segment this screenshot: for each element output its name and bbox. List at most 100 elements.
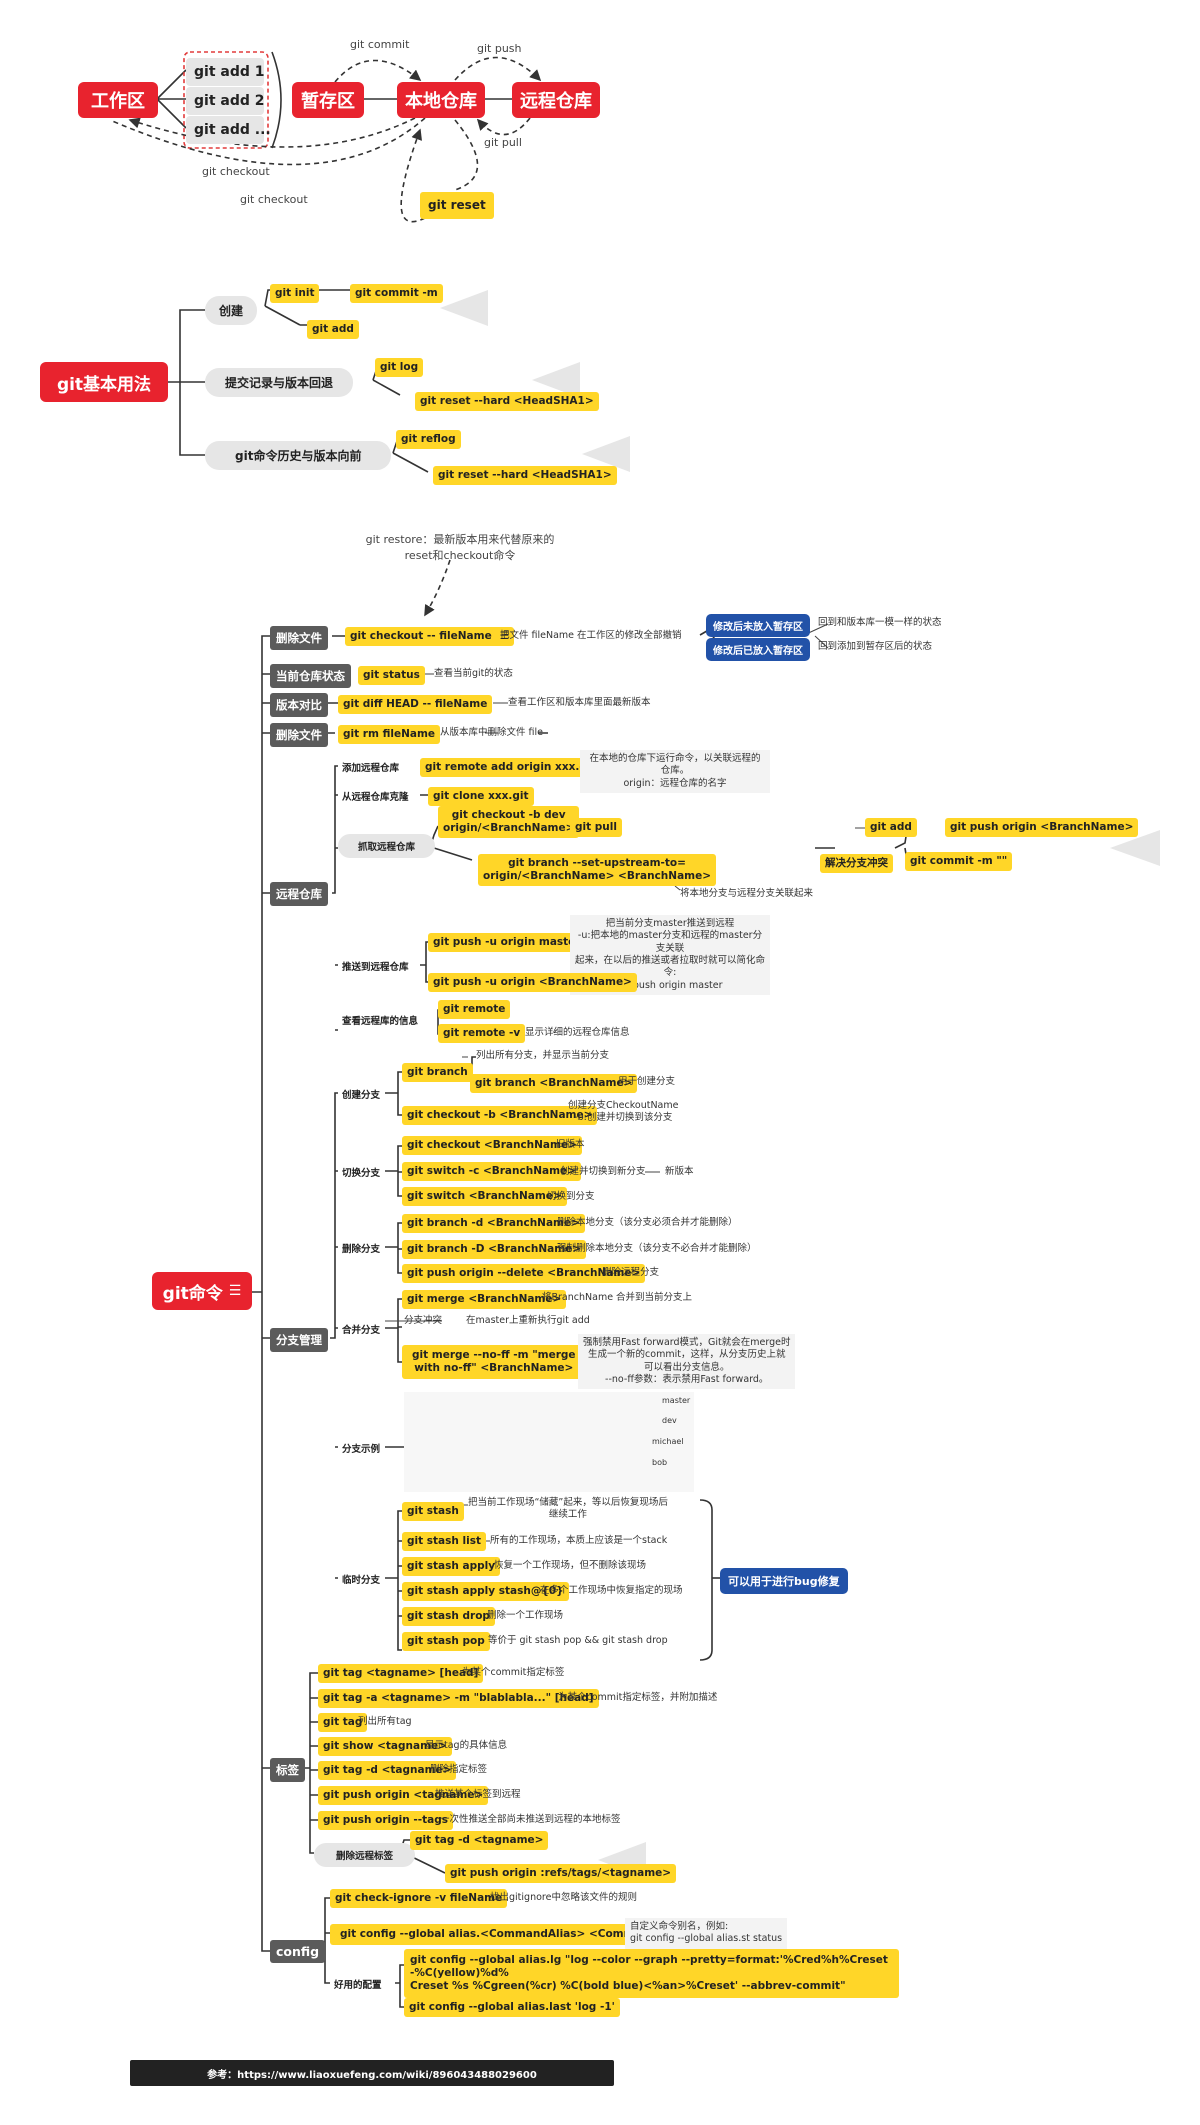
git-remote-v-node: git remote -v: [438, 1024, 526, 1044]
git-init-node: git init: [270, 284, 320, 304]
delete-remote-tag-2: git push origin :refs/tags/<tagname>: [445, 1864, 677, 1884]
clone-node: git clone xxx.git: [428, 787, 534, 807]
remote-repo-node: 远程仓库: [512, 82, 600, 118]
push-delete-node: git push origin --delete <BranchName>: [402, 1264, 646, 1284]
remote-git-commit-node: git commit -m "": [905, 852, 1013, 872]
git-command-label: git命令: [162, 1283, 223, 1304]
stash-label: 临时分支: [342, 1575, 381, 1586]
tag-head-node: git tag <tagname> [head]: [318, 1664, 484, 1684]
switch-branch-label: 切换分支: [342, 1168, 381, 1179]
tag-a-desc: 为某个commit指定标签，并附加描述: [558, 1692, 718, 1703]
workspace-node: 工作区: [78, 82, 158, 118]
tag-show-desc: 显示tag的具体信息: [425, 1740, 508, 1751]
bug-fix-note: 可以用于进行bug修复: [720, 1568, 848, 1594]
stash-apply-node: git stash apply: [402, 1557, 501, 1577]
tag-label: 标签: [270, 1758, 305, 1782]
push-branch-node: git push -u origin <BranchName>: [428, 973, 637, 993]
tag-push-all-desc: 一次性推送全部尚未推送到远程的本地标签: [440, 1814, 621, 1825]
remote-v-desc: 显示详细的远程仓库信息: [525, 1027, 630, 1038]
git-add-1: git add 1: [186, 58, 265, 86]
stash-pop-node: git stash pop: [402, 1632, 490, 1652]
local-repo-node: 本地仓库: [397, 82, 485, 118]
list-icon: ☰: [228, 1283, 242, 1299]
checkout-branch-desc: 旧版本: [556, 1139, 585, 1150]
tag-delete-node: git tag -d <tagname>: [318, 1761, 457, 1781]
remote-push-origin-node: git push origin <BranchName>: [945, 818, 1139, 838]
alias-node: git config --global alias.<CommandAlias>…: [330, 1924, 676, 1946]
stash-list-node: git stash list: [402, 1532, 486, 1552]
push-master-node: git push -u origin master: [428, 933, 586, 953]
stash-drop-node: git stash drop: [402, 1607, 495, 1627]
upstream-desc: 将本地分支与远程分支关联起来: [680, 888, 814, 899]
basic-usage-title: git基本用法: [40, 362, 168, 402]
switch-node: git switch <BranchName>: [402, 1187, 567, 1207]
git-pull-node: git pull: [570, 818, 622, 838]
branch-name-desc: 用于创建分支: [618, 1076, 676, 1087]
list-icon: ☰: [499, 630, 510, 642]
git-reflog-node: git reflog: [396, 430, 461, 450]
push-remote-label: 推送到远程仓库: [342, 962, 409, 973]
checkout-b-node: git checkout -b <BranchName>: [402, 1106, 598, 1126]
git-tag-desc: 列出所有tag: [358, 1716, 412, 1727]
git-branch-desc: 列出所有分支，并显示当前分支: [476, 1050, 610, 1061]
push-delete-desc: 删除远程分支: [602, 1267, 660, 1278]
stash-pop-desc: 等价于 git stash pop && git stash drop: [488, 1635, 668, 1646]
conflict-node: 解决分支冲突: [820, 854, 893, 874]
tag-push-node: git push origin <tagname>: [318, 1786, 489, 1806]
git-push-label: git push: [477, 42, 522, 55]
command-history-node: git命令历史与版本向前: [205, 441, 392, 470]
delete-remote-tag-label: 删除远程标签: [314, 1843, 416, 1867]
tag-head-desc: 为某个commit指定标签: [462, 1667, 565, 1678]
merge-branch-label: 合并分支: [342, 1325, 381, 1336]
no-ff-node: git merge --no-ff -m "merge with no-ff" …: [402, 1345, 586, 1380]
git-reset-node: git reset: [420, 192, 494, 219]
new-version-label: 新版本: [665, 1166, 694, 1177]
git-add-node: git add: [307, 320, 359, 340]
branch-mgmt-label: 分支管理: [270, 1328, 328, 1352]
branch-D-desc: 强制删除本地分支（该分支不必合并才能删除）: [557, 1243, 757, 1254]
tag-a-node: git tag -a <tagname> -m "blablabla..." […: [318, 1689, 599, 1709]
lg-alias-node: git config --global alias.lg "log --colo…: [404, 1949, 899, 1999]
git-rm-node: git rm fileName: [338, 725, 441, 745]
clone-label: 从远程仓库克隆: [342, 792, 409, 803]
reference-footer: 参考：https://www.liaoxuefeng.com/wiki/8960…: [130, 2060, 614, 2086]
git-tag-node: git tag: [318, 1713, 368, 1733]
checkout-b-remote-node: git checkout -b dev origin/<BranchName>: [438, 806, 580, 839]
staged-desc: 回到添加到暂存区后的状态: [818, 641, 933, 652]
config-label: config: [270, 1940, 326, 1963]
reference-text: 参考：https://www.liaoxuefeng.com/wiki/8960…: [207, 2069, 537, 2081]
delete-remote-tag-1: git tag -d <tagname>: [410, 1831, 549, 1851]
git-commit-m-node: git commit -m: [350, 284, 443, 304]
branch-example-label: 分支示例: [342, 1444, 381, 1455]
check-ignore-desc: 找出gitignore中忽略该文件的规则: [490, 1892, 637, 1903]
bob-branch-label: bob: [652, 1458, 668, 1467]
reset-hard-node-2: git reset --hard <HeadSHA1>: [433, 466, 617, 486]
tag-delete-desc: 删除指定标签: [430, 1764, 488, 1775]
git-command-title: git命令 ☰: [152, 1272, 252, 1310]
merge-node: git merge <BranchName>: [402, 1290, 567, 1310]
git-add-2: git add 2: [186, 87, 265, 115]
reset-hard-node-1: git reset --hard <HeadSHA1>: [415, 392, 599, 412]
create-node: 创建: [205, 296, 258, 325]
git-branch-node: git branch: [402, 1063, 473, 1083]
switch-c-node: git switch -c <BranchName>: [402, 1162, 581, 1182]
set-upstream-node: git branch --set-upstream-to= origin/<Br…: [478, 854, 717, 887]
last-alias-node: git config --global alias.last 'log -1': [404, 1998, 620, 2018]
useful-config-label: 好用的配置: [334, 1980, 382, 1991]
switch-c-desc: 创建并切换到新分支: [560, 1166, 646, 1177]
checkout-b-desc: 创建分支CheckoutName -b:创建并切换到该分支: [568, 1100, 679, 1124]
stash-drop-desc: 删除一个工作现场: [487, 1610, 564, 1621]
no-ff-desc: 强制禁用Fast forward模式，Git就会在merge时 生成一个新的co…: [578, 1334, 796, 1390]
branch-d-desc: 删除本地分支（该分支必须合并才能删除）: [557, 1217, 738, 1228]
branch-example-panel: [404, 1392, 694, 1492]
git-log-node: git log: [375, 358, 424, 378]
stash-apply-0-desc: 在多个工作现场中恢复指定的现场: [540, 1585, 683, 1596]
git-status-node: git status: [358, 666, 425, 686]
unstaged-node: 修改后未放入暂存区: [706, 614, 810, 637]
checkout-file-node: git checkout -- fileName☰: [345, 627, 515, 647]
remote-add-node: git remote add origin xxx.git: [420, 758, 601, 778]
stash-list-desc: 所有的工作现场，本质上应该是一个stack: [490, 1535, 668, 1546]
branch-D-node: git branch -D <BranchName>: [402, 1240, 587, 1260]
tag-push-desc: 推送某个标签到远程: [435, 1789, 521, 1800]
alias-desc: 自定义命令别名，例如: git config --global alias.st…: [625, 1918, 788, 1949]
